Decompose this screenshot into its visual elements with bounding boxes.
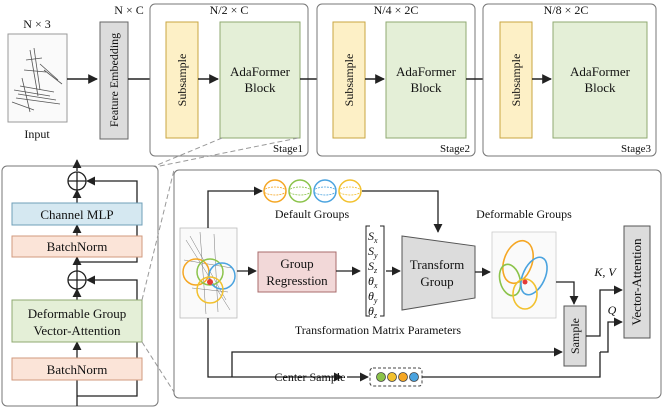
param-thetaz: θz (368, 304, 378, 320)
default-groups (263, 179, 362, 203)
zoom-line-dgva-bottom (141, 341, 175, 393)
stage3-adaformer-block (552, 21, 648, 139)
dgva-line1: Deformable Group (28, 306, 127, 321)
stage2-subsample-label: Subsample (342, 54, 356, 107)
param-thetay: θy (368, 289, 378, 305)
stage3-group (482, 3, 657, 157)
param-sx: Sx (368, 229, 378, 245)
stage3-name: Stage3 (621, 143, 651, 155)
channel-mlp-box (11, 202, 143, 226)
vector-attention-label: Vector-Attention (629, 238, 644, 326)
param-sy: Sy (368, 244, 378, 260)
stage2-name: Stage2 (440, 143, 470, 155)
group-regression-line2: Regresstion (266, 273, 328, 288)
input-point-cloud (7, 33, 68, 123)
stage3-block-line1: AdaFormer (570, 64, 631, 79)
arrow-deformable-sample (556, 281, 579, 305)
stage1-group (149, 3, 309, 157)
stage1-subsample-label: Subsample (175, 54, 189, 107)
arrow-cloud-sample (231, 347, 563, 377)
batchnorm-top-label: BatchNorm (47, 239, 108, 254)
transform-group-box (401, 235, 476, 311)
dgva-line2: Vector-Attention (33, 323, 121, 338)
transformation-params-vector: Sx Sy Sz θx θy θz (365, 225, 385, 320)
center-points (369, 367, 423, 387)
stage3-block-line2: Block (584, 80, 616, 95)
arrow-centers-q (422, 352, 601, 378)
sample-label: Sample (568, 318, 582, 354)
dgva-box (11, 299, 143, 343)
deformable-groups (491, 231, 557, 319)
stage1-block-line2: Block (244, 80, 276, 95)
stage1-block-line1: AdaFormer (230, 64, 291, 79)
stage1-dim: N/2 × C (210, 3, 249, 17)
default-groups-label: Default Groups (275, 207, 350, 221)
arrow-default-transform (362, 190, 443, 233)
zoom-line-dgva-top (141, 169, 175, 301)
arrow-sample-attention (586, 285, 623, 337)
feature-embedding-box (99, 21, 129, 140)
stage3-subsample-box (499, 21, 533, 139)
stage2-adaformer-block (385, 21, 467, 139)
batchnorm-bottom-label: BatchNorm (47, 362, 108, 377)
vector-attention-box (623, 225, 651, 339)
stage2-dim: N/4 × 2C (374, 3, 419, 17)
deformable-groups-label: Deformable Groups (476, 207, 572, 221)
stage2-group (316, 3, 476, 157)
arrow-cloud-default-groups (207, 186, 263, 228)
feature-embedding-label: Feature Embedding (107, 33, 121, 127)
stage2-block-line2: Block (410, 80, 442, 95)
stage3-dim: N/8 × 2C (544, 3, 589, 17)
zoom-line-right (149, 137, 299, 169)
batchnorm-top-box (11, 235, 143, 258)
transform-group-line2: Group (420, 274, 453, 289)
stage2-subsample-box (332, 21, 366, 139)
stage1-name: Stage1 (273, 143, 303, 155)
grouped-point-cloud (179, 227, 238, 319)
param-thetax: θx (368, 274, 378, 290)
center-sample-label: Center Sample (275, 370, 346, 384)
q-label: Q (608, 303, 617, 317)
param-sz: Sz (368, 259, 378, 275)
group-regression-box (257, 251, 337, 293)
kv-label: K, V (593, 265, 617, 279)
stage1-adaformer-block (219, 21, 301, 139)
arrow-q-attention (600, 317, 623, 353)
zoom-line-left (149, 137, 223, 169)
group-regression-line1: Group (280, 256, 313, 271)
transform-group-line1: Transform (410, 257, 464, 272)
input-caption: Input (24, 127, 50, 141)
channel-mlp-label: Channel MLP (40, 207, 113, 222)
batchnorm-bottom-box (11, 357, 143, 381)
stage3-subsample-label: Subsample (509, 54, 523, 107)
feature-embedding-dim: N × C (114, 3, 143, 17)
stage2-block-line1: AdaFormer (396, 64, 457, 79)
transformation-params-label: Transformation Matrix Parameters (295, 323, 462, 337)
input-dim-label: N × 3 (23, 17, 50, 31)
stage1-subsample-box (165, 21, 199, 139)
arrow-cloud-center-sample (207, 318, 343, 382)
